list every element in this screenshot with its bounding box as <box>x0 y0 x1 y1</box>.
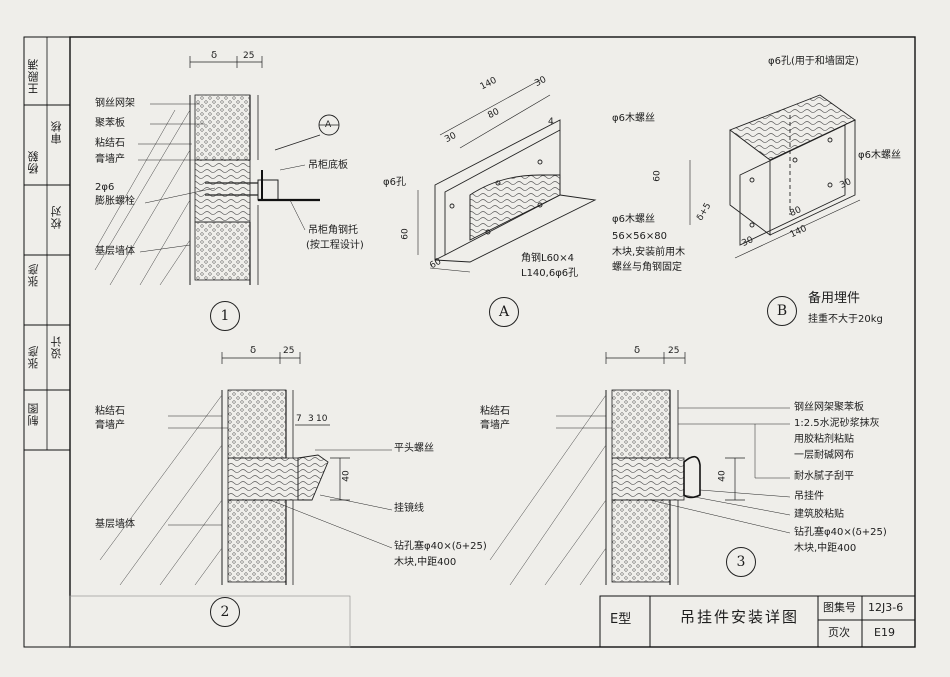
detail-a-drawing <box>417 79 597 273</box>
sidebar-role-check: 校对 <box>50 205 63 229</box>
sidebar-checker-name: 杨毅 <box>27 150 40 174</box>
da-label-block-note2: 螺丝与角钢固定 <box>612 262 682 273</box>
titleblock-type: E型 <box>610 612 632 627</box>
d2-dim-3: 3 <box>308 414 314 424</box>
sidebar-role-design: 设计 <box>50 335 63 359</box>
d3-dim-40: 40 <box>717 470 728 482</box>
d1-label-plaster: 膏墙产 <box>95 154 125 165</box>
d2-label-adhesive: 粘结石 <box>95 406 125 417</box>
d2-label-picture-rail: 挂镜线 <box>394 503 424 514</box>
d3-label-hanger: 吊挂件 <box>794 491 824 502</box>
d3-label-plug: 钻孔塞φ40×(δ+25) <box>794 527 887 538</box>
d1-label-adhesive: 粘结石 <box>95 138 125 149</box>
d1-label-angle-bracket: 吊柜角钢托 <box>308 225 358 236</box>
d3-dim-delta: δ <box>634 345 641 356</box>
da-label-screw: φ6木螺丝 <box>612 214 655 225</box>
d3-label-construction-glue: 建筑胶粘贴 <box>794 509 844 520</box>
detail-2-marker: 2 <box>210 597 240 627</box>
detail-3-marker: 3 <box>726 547 756 577</box>
db-title: 备用埋件 <box>808 291 861 306</box>
db-label-hole: φ6孔(用于和墙固定) <box>768 56 859 67</box>
detail-1-drawing <box>94 56 340 286</box>
sidebar-reviewer-name: 王殿满 <box>27 58 40 94</box>
d2-dim-7: 7 <box>296 414 302 424</box>
titleblock-atlas-no: 12J3-6 <box>868 601 904 614</box>
d2-dim-40: 40 <box>341 470 352 482</box>
sidebar-role-review: 审核 <box>50 120 63 144</box>
d1-dim-delta: δ <box>211 50 218 61</box>
detail-2-drawing <box>99 352 393 586</box>
db-dim-60: 60 <box>652 170 663 182</box>
d2-dim-25: 25 <box>283 346 295 356</box>
titleblock-title: 吊挂件安装详图 <box>680 608 800 626</box>
d3-label-glue: 用胶粘剂粘贴 <box>794 434 854 445</box>
sidebar-designer-name: 张彦 <box>27 263 40 287</box>
da-label-block-size: 56×56×80 <box>612 231 667 242</box>
d3-label-panel: 钢丝网架聚苯板 <box>794 402 864 413</box>
d3-label-plaster: 膏墙产 <box>480 420 510 431</box>
sidebar-drafter-name: 张彦 <box>27 345 40 369</box>
da-dim-60v: 60 <box>400 228 411 240</box>
d2-label-plug: 钻孔塞φ40×(δ+25) <box>394 541 487 552</box>
d1-label-eps: 聚苯板 <box>95 118 125 129</box>
da-label-hole: φ6孔 <box>383 177 406 188</box>
detail-b-marker: B <box>767 296 797 326</box>
d3-label-mortar: 1:2.5水泥砂浆抹灰 <box>794 418 880 429</box>
d1-label-2phi6: 2φ6 <box>95 182 115 193</box>
detail-b-drawing <box>689 94 861 259</box>
d1-label-anchor: 膨胀螺栓 <box>95 196 135 207</box>
d2-label-block-spacing: 木块,中距400 <box>394 557 457 568</box>
d2-dim-10: 10 <box>316 414 328 424</box>
d3-dim-25: 25 <box>668 346 680 356</box>
da-label-screw-top: φ6木螺丝 <box>612 113 655 124</box>
titleblock-page-no: E19 <box>874 626 895 639</box>
db-subtitle: 挂重不大于20kg <box>808 314 883 325</box>
d1-dim-25: 25 <box>243 51 255 61</box>
detail-a-marker: A <box>489 297 519 327</box>
d3-label-block-spacing: 木块,中距400 <box>794 543 857 554</box>
d1-ref-a: A <box>325 120 332 130</box>
da-label-angle-spec: L140,6φ6孔 <box>521 268 579 279</box>
db-label-screw: φ6木螺丝 <box>858 150 901 161</box>
detail-1-marker: 1 <box>210 301 240 331</box>
da-label-block-note1: 木块,安装前用木 <box>612 247 686 258</box>
d2-label-plaster: 膏墙产 <box>95 420 125 431</box>
titleblock-page-label: 页次 <box>828 626 850 639</box>
detail-3-drawing <box>489 352 791 586</box>
d3-label-mesh-cloth: 一层耐碱网布 <box>794 450 854 461</box>
titleblock-atlas-label: 图集号 <box>823 601 856 614</box>
sidebar-role-draft: 制图 <box>27 402 40 426</box>
d1-label-by-design: (按工程设计) <box>306 240 364 251</box>
d1-label-base-wall: 基层墙体 <box>95 246 135 257</box>
da-dim-4: 4 <box>548 117 554 127</box>
d1-label-cabinet-board: 吊柜底板 <box>308 160 348 171</box>
d3-label-putty: 耐水腻子刮平 <box>794 471 854 482</box>
d2-label-flat-screw: 平头螺丝 <box>394 443 434 454</box>
d2-label-base-wall: 基层墙体 <box>95 519 135 530</box>
d2-dim-delta: δ <box>250 345 257 356</box>
d1-label-mesh: 钢丝网架 <box>95 98 135 109</box>
d3-label-adhesive: 粘结石 <box>480 406 510 417</box>
da-label-angle: 角钢L60×4 <box>521 253 575 264</box>
